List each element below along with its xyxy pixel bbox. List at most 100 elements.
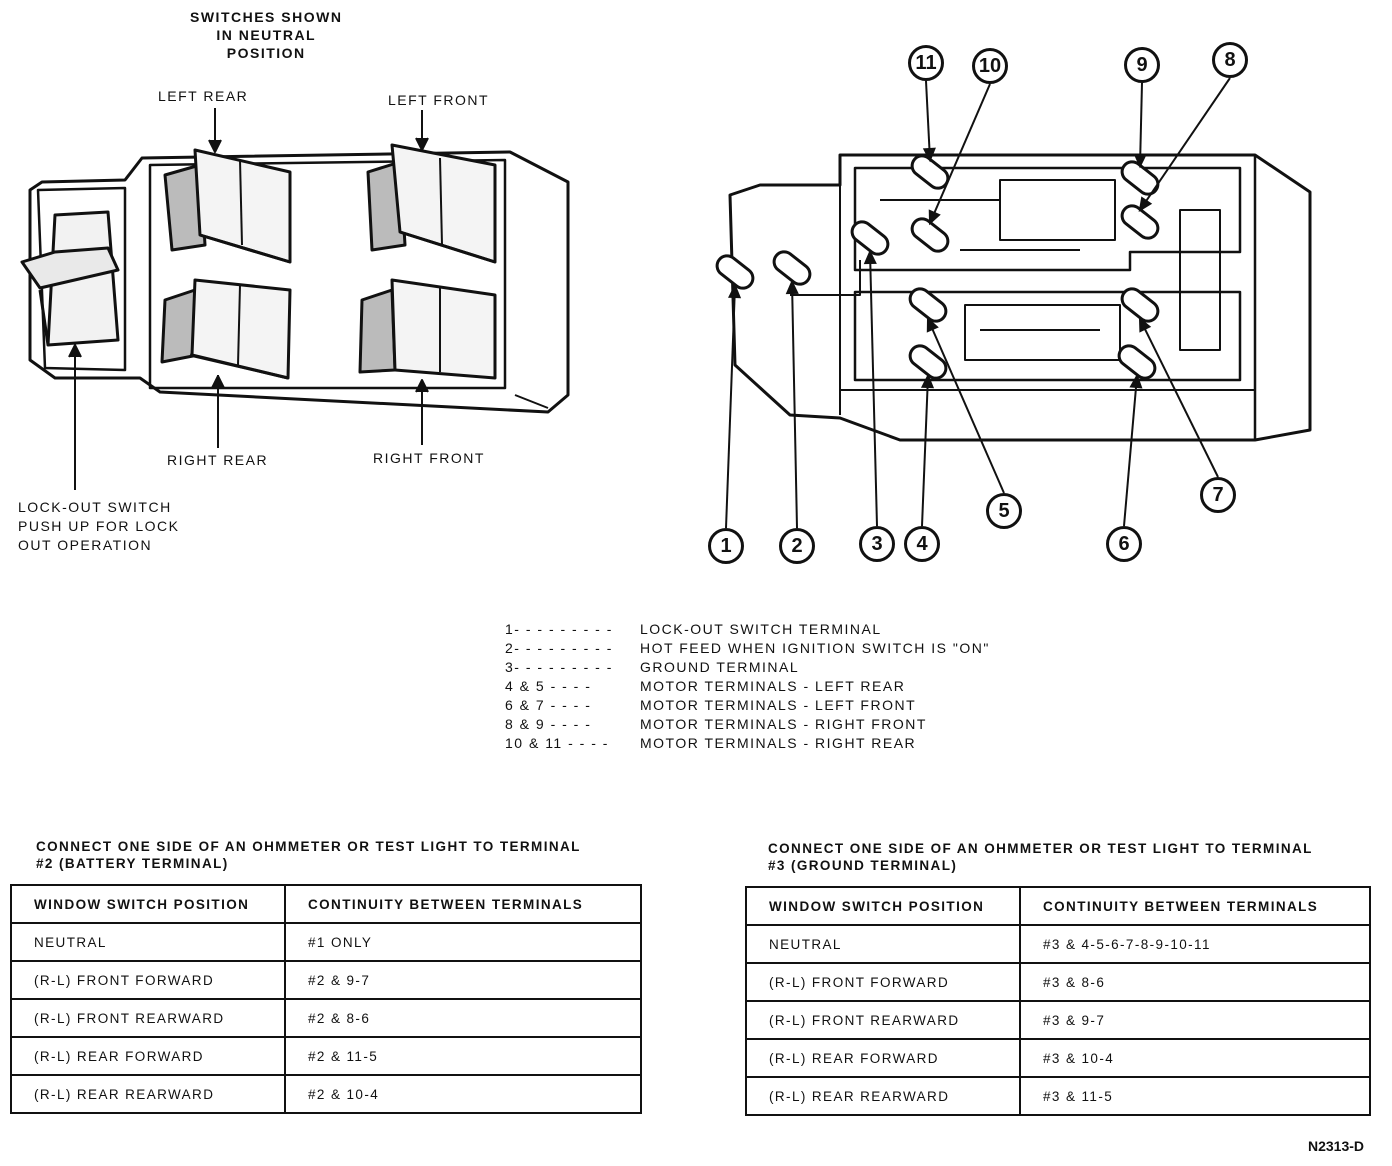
table-cell: #3 & 10-4 [1019,1038,1371,1078]
table-cell: #2 & 11-5 [284,1036,642,1076]
terminal-pin-8 [1120,204,1160,240]
leader-line-5 [927,318,1005,494]
leader-line-1 [725,285,736,529]
terminal-pin-4 [908,344,948,380]
legend-key: 3- - - - - - - - - [505,659,613,675]
title-line: SWITCHES SHOWN [190,9,343,25]
table-cell: (R-L) FRONT REARWARD [10,998,286,1038]
title-line: #3 (GROUND TERMINAL) [768,858,958,873]
table-row: (R-L) REAR FORWARD#3 & 10-4 [745,1038,1371,1078]
terminal-callout-7: 7 [1200,477,1236,513]
terminal-pin-9 [1120,160,1160,196]
legend-row: 10 & 11 - - - -MOTOR TERMINALS - RIGHT R… [505,734,990,753]
table-row: NEUTRAL#1 ONLY [10,922,642,962]
table-cell: (R-L) REAR FORWARD [10,1036,286,1076]
table-cell: NEUTRAL [745,924,1021,964]
terminal-pin-3 [850,220,890,256]
terminal-pin-2 [772,250,812,286]
table-cell: #2 & 10-4 [284,1074,642,1114]
terminal-leaders [725,77,1231,529]
table-cell: (R-L) FRONT FORWARD [745,962,1021,1002]
table-row: NEUTRAL#3 & 4-5-6-7-8-9-10-11 [745,924,1371,964]
leader-line-3 [869,251,878,527]
legend-value: HOT FEED WHEN IGNITION SWITCH IS "ON" [640,640,990,656]
legend-row: 1- - - - - - - - -LOCK-OUT SWITCH TERMIN… [505,620,990,639]
terminal-callout-3: 3 [859,526,895,562]
table-cell: #3 & 4-5-6-7-8-9-10-11 [1019,924,1371,964]
table-row: (R-L) FRONT FORWARD#3 & 8-6 [745,962,1371,1002]
leader-arrowhead-8 [1138,196,1153,212]
table-header-cell: WINDOW SWITCH POSITION [745,886,1021,926]
table-cell: #2 & 8-6 [284,998,642,1038]
terminal-pin-1 [715,254,755,290]
switch-diagram-title: SWITCHES SHOWN IN NEUTRAL POSITION [190,8,342,62]
table-cell: #3 & 11-5 [1019,1076,1371,1116]
leader-arrowhead-10 [928,209,941,226]
right-table-title: CONNECT ONE SIDE OF AN OHMMETER OR TEST … [768,840,1313,874]
label-left-rear: LEFT REAR [158,88,249,104]
leader-line-7 [1139,318,1219,478]
table-row: (R-L) FRONT REARWARD#3 & 9-7 [745,1000,1371,1040]
legend-row: 2- - - - - - - - - HOT FEED WHEN IGNITION… [505,639,990,658]
table-cell: (R-L) REAR FORWARD [745,1038,1021,1078]
switch-leader-lines [68,108,429,490]
terminal-pins [715,154,1160,380]
legend-value: MOTOR TERMINALS - LEFT FRONT [640,697,917,713]
terminal-callout-10: 10 [972,48,1008,84]
terminal-callout-4: 4 [904,526,940,562]
right-front-rocker-shape [358,278,497,380]
legend-row: 6 & 7 - - - -MOTOR TERMINALS - LEFT FRON… [505,696,990,715]
table-cell: (R-L) REAR REARWARD [745,1076,1021,1116]
leader-line-4 [921,375,929,527]
leader-line-9 [1139,82,1143,167]
title-line: #2 (BATTERY TERMINAL) [36,856,229,871]
title-line: CONNECT ONE SIDE OF AN OHMMETER OR TEST … [36,839,581,854]
leader-line-2 [791,281,798,529]
leader-arrowhead-3 [863,249,877,265]
leader-arrowhead-5 [926,316,939,333]
terminal-callout-5: 5 [986,493,1022,529]
figure-code: N2313-D [1307,1138,1364,1154]
right-rear-rocker-shape [160,278,292,380]
leader-arrowhead-7 [1138,316,1152,333]
lockout-line: OUT OPERATION [18,537,153,553]
terminal-callout-6: 6 [1106,526,1142,562]
legend-key: 8 & 9 - - - - [505,716,592,732]
table-cell: (R-L) FRONT REARWARD [745,1000,1021,1040]
label-right-front: RIGHT FRONT [373,450,485,466]
legend-value: GROUND TERMINAL [640,659,800,675]
left-front-rocker-shape [366,143,497,264]
left-table-title: CONNECT ONE SIDE OF AN OHMMETER OR TEST … [36,838,581,872]
leader-arrowhead-9 [1133,153,1147,169]
legend-key: 1- - - - - - - - - [505,621,613,637]
legend-value: MOTOR TERMINALS - LEFT REAR [640,678,906,694]
leader-line-11 [925,80,931,161]
terminal-callout-1: 1 [708,528,744,564]
table-cell: #3 & 9-7 [1019,1000,1371,1040]
table-row: (R-L) REAR REARWARD#3 & 11-5 [745,1076,1371,1116]
terminal-pin-5 [908,287,948,323]
terminal-pin-6 [1117,344,1157,380]
table-row: (R-L) FRONT FORWARD#2 & 9-7 [10,960,642,1000]
table-header-cell: WINDOW SWITCH POSITION [10,884,286,924]
terminal-legend: 1- - - - - - - - -LOCK-OUT SWITCH TERMIN… [505,620,990,753]
table-cell: #1 ONLY [284,922,642,962]
terminal-pin-7 [1120,287,1160,323]
leader-arrowhead-6 [1129,373,1143,389]
title-line: IN NEUTRAL [216,27,317,43]
connector-housing [728,153,1312,442]
legend-row: 4 & 5 - - - -MOTOR TERMINALS - LEFT REAR [505,677,990,696]
table-row: (R-L) REAR REARWARD#2 & 10-4 [10,1074,642,1114]
switch-body-outline [28,150,570,414]
legend-row: 3- - - - - - - - - GROUND TERMINAL [505,658,990,677]
lockout-switch-shape [20,210,120,347]
legend-key: 2- - - - - - - - - [505,640,613,656]
table-cell: NEUTRAL [10,922,286,962]
lockout-line: LOCK-OUT SWITCH [18,499,172,515]
legend-row: 8 & 9 - - - -MOTOR TERMINALS - RIGHT FRO… [505,715,990,734]
left-rear-rocker-shape [163,148,292,264]
